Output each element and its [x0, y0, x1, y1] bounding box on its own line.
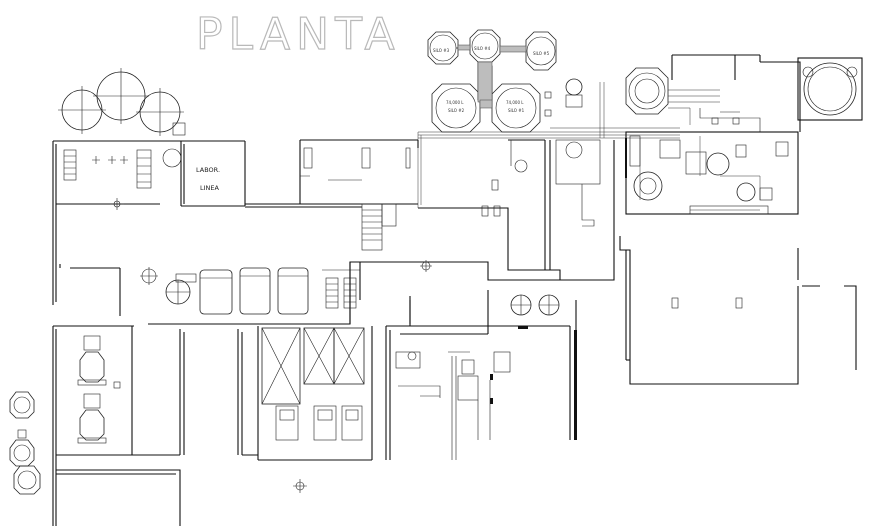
silo-1-label: SILO #1	[508, 108, 525, 113]
line-label: LINEA	[200, 184, 220, 192]
process-tanks-row	[140, 260, 560, 316]
building-east-outline	[619, 236, 857, 385]
exterior-tank-group	[58, 68, 186, 136]
laboratory-label: LABOR.	[196, 166, 220, 174]
building-southwest	[52, 325, 373, 526]
silo-4	[469, 29, 501, 63]
silo-2-capacity: 74,000 L	[446, 100, 464, 105]
silo-1	[491, 83, 541, 133]
corridor-walls	[59, 139, 615, 335]
silo-2-label: SILO #2	[448, 108, 465, 113]
building-south-center	[293, 296, 577, 493]
silo-2	[431, 83, 481, 133]
silo-3-label: SILO #3	[433, 48, 450, 53]
silo-4-label: SILO #4	[474, 46, 491, 51]
silo-group: SILO #3 SILO #4 SILO #5 74,000 L SILO #2…	[427, 29, 557, 133]
storage-tank-east	[797, 57, 863, 121]
silo-3	[427, 31, 459, 65]
building-west: LABOR. LINEA	[52, 139, 501, 305]
silo-5	[525, 31, 557, 71]
silo-1-capacity: 74,000 L	[506, 100, 524, 105]
drawing-title: PLANTA	[196, 9, 401, 60]
silo-5-label: SILO #5	[533, 51, 550, 56]
exterior-tanks-west	[9, 391, 41, 495]
process-piping	[417, 78, 680, 208]
process-area-east	[625, 54, 801, 215]
